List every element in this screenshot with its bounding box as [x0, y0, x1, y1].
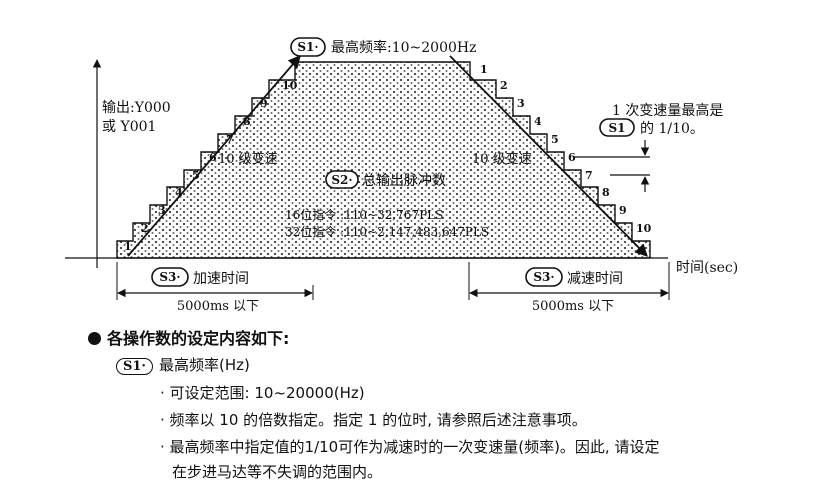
decel-step-label-9: 9 [619, 204, 627, 217]
pulse-region [116, 61, 651, 259]
max-frequency-badge: S1· [297, 40, 318, 54]
step-note-line2: 的 1/10。 [640, 121, 704, 137]
bit32-range: 32位指令 :110~2,147,483,647PLS [285, 224, 489, 239]
desc-item-3-cont: 在步进马达等不失调的范围内。 [172, 463, 383, 481]
accel-step-label-9: 9 [260, 97, 268, 110]
desc-item-1: · 可设定范围: 10~20000(Hz) [160, 384, 365, 402]
param-badge: S1· [116, 358, 153, 375]
desc-item-3: · 最高频率中指定值的1/10可作为减速时的一次变速量(频率)。因此, 请设定 [160, 438, 660, 456]
accel-step-label-10: 10 [282, 79, 298, 92]
x-axis-label: 时间(sec) [676, 260, 738, 276]
decel-steps-label: 10 级变速 [472, 151, 532, 167]
description-heading: 各操作数的设定内容如下: [107, 329, 290, 348]
decel-step-label-7: 7 [585, 169, 593, 182]
bit16-range: 16位指令 :110~32,767PLS [285, 207, 443, 222]
step-note-line1: 1 次变速量最高是 [612, 102, 723, 119]
decel-step-label-2: 2 [500, 79, 508, 92]
accel-time-label: 加速时间 [193, 271, 249, 287]
accel-step-label-5: 5 [192, 169, 200, 182]
desc-item-2: · 频率以 10 的倍数指定。指定 1 的位时, 请参照后述注意事项。 [160, 411, 587, 429]
max-frequency-label: 最高频率:10~2000Hz [331, 39, 476, 56]
accel-step-label-4: 4 [175, 186, 183, 199]
decel-step-label-4: 4 [534, 115, 542, 128]
decel-step-label-10: 10 [636, 222, 652, 235]
step-note-badge: S1 [608, 121, 625, 135]
decel-step-label-1: 1 [480, 63, 488, 76]
bullet-icon [88, 332, 101, 345]
accel-step-label-1: 1 [124, 240, 132, 253]
decel-span-label: 5000ms 以下 [532, 299, 614, 314]
accel-step-label-2: 2 [141, 222, 149, 235]
decel-step-label-8: 8 [602, 186, 610, 199]
accel-ramp-arrow [127, 55, 301, 257]
accel-step-label-7: 7 [226, 133, 234, 146]
param-title-row: S1· 最高频率(Hz) [116, 356, 250, 375]
accel-span-label: 5000ms 以下 [177, 299, 259, 314]
accel-step-label-3: 3 [158, 204, 166, 217]
param-title: 最高频率(Hz) [158, 356, 250, 374]
accel-step-label-8: 8 [243, 115, 251, 128]
pulse-count-label: 总输出脉冲数 [362, 173, 446, 189]
decel-ramp-arrow [449, 55, 648, 257]
y-axis-label-1: 输出:Y000 [102, 100, 171, 116]
decel-step-label-3: 3 [517, 97, 525, 110]
accel-time-badge: S3· [159, 270, 180, 284]
description-heading-row: 各操作数的设定内容如下: [88, 330, 289, 348]
decel-step-label-5: 5 [551, 133, 559, 146]
step-height-indicator [574, 140, 650, 192]
accel-steps-label: 10 级变速 [218, 151, 278, 167]
decel-time-label: 减速时间 [567, 271, 623, 287]
decel-time-badge: S3· [533, 270, 554, 284]
y-axis-label-2: 或 Y001 [102, 119, 156, 135]
pulse-count-badge: S2· [331, 173, 352, 187]
decel-step-label-6: 6 [568, 151, 576, 164]
